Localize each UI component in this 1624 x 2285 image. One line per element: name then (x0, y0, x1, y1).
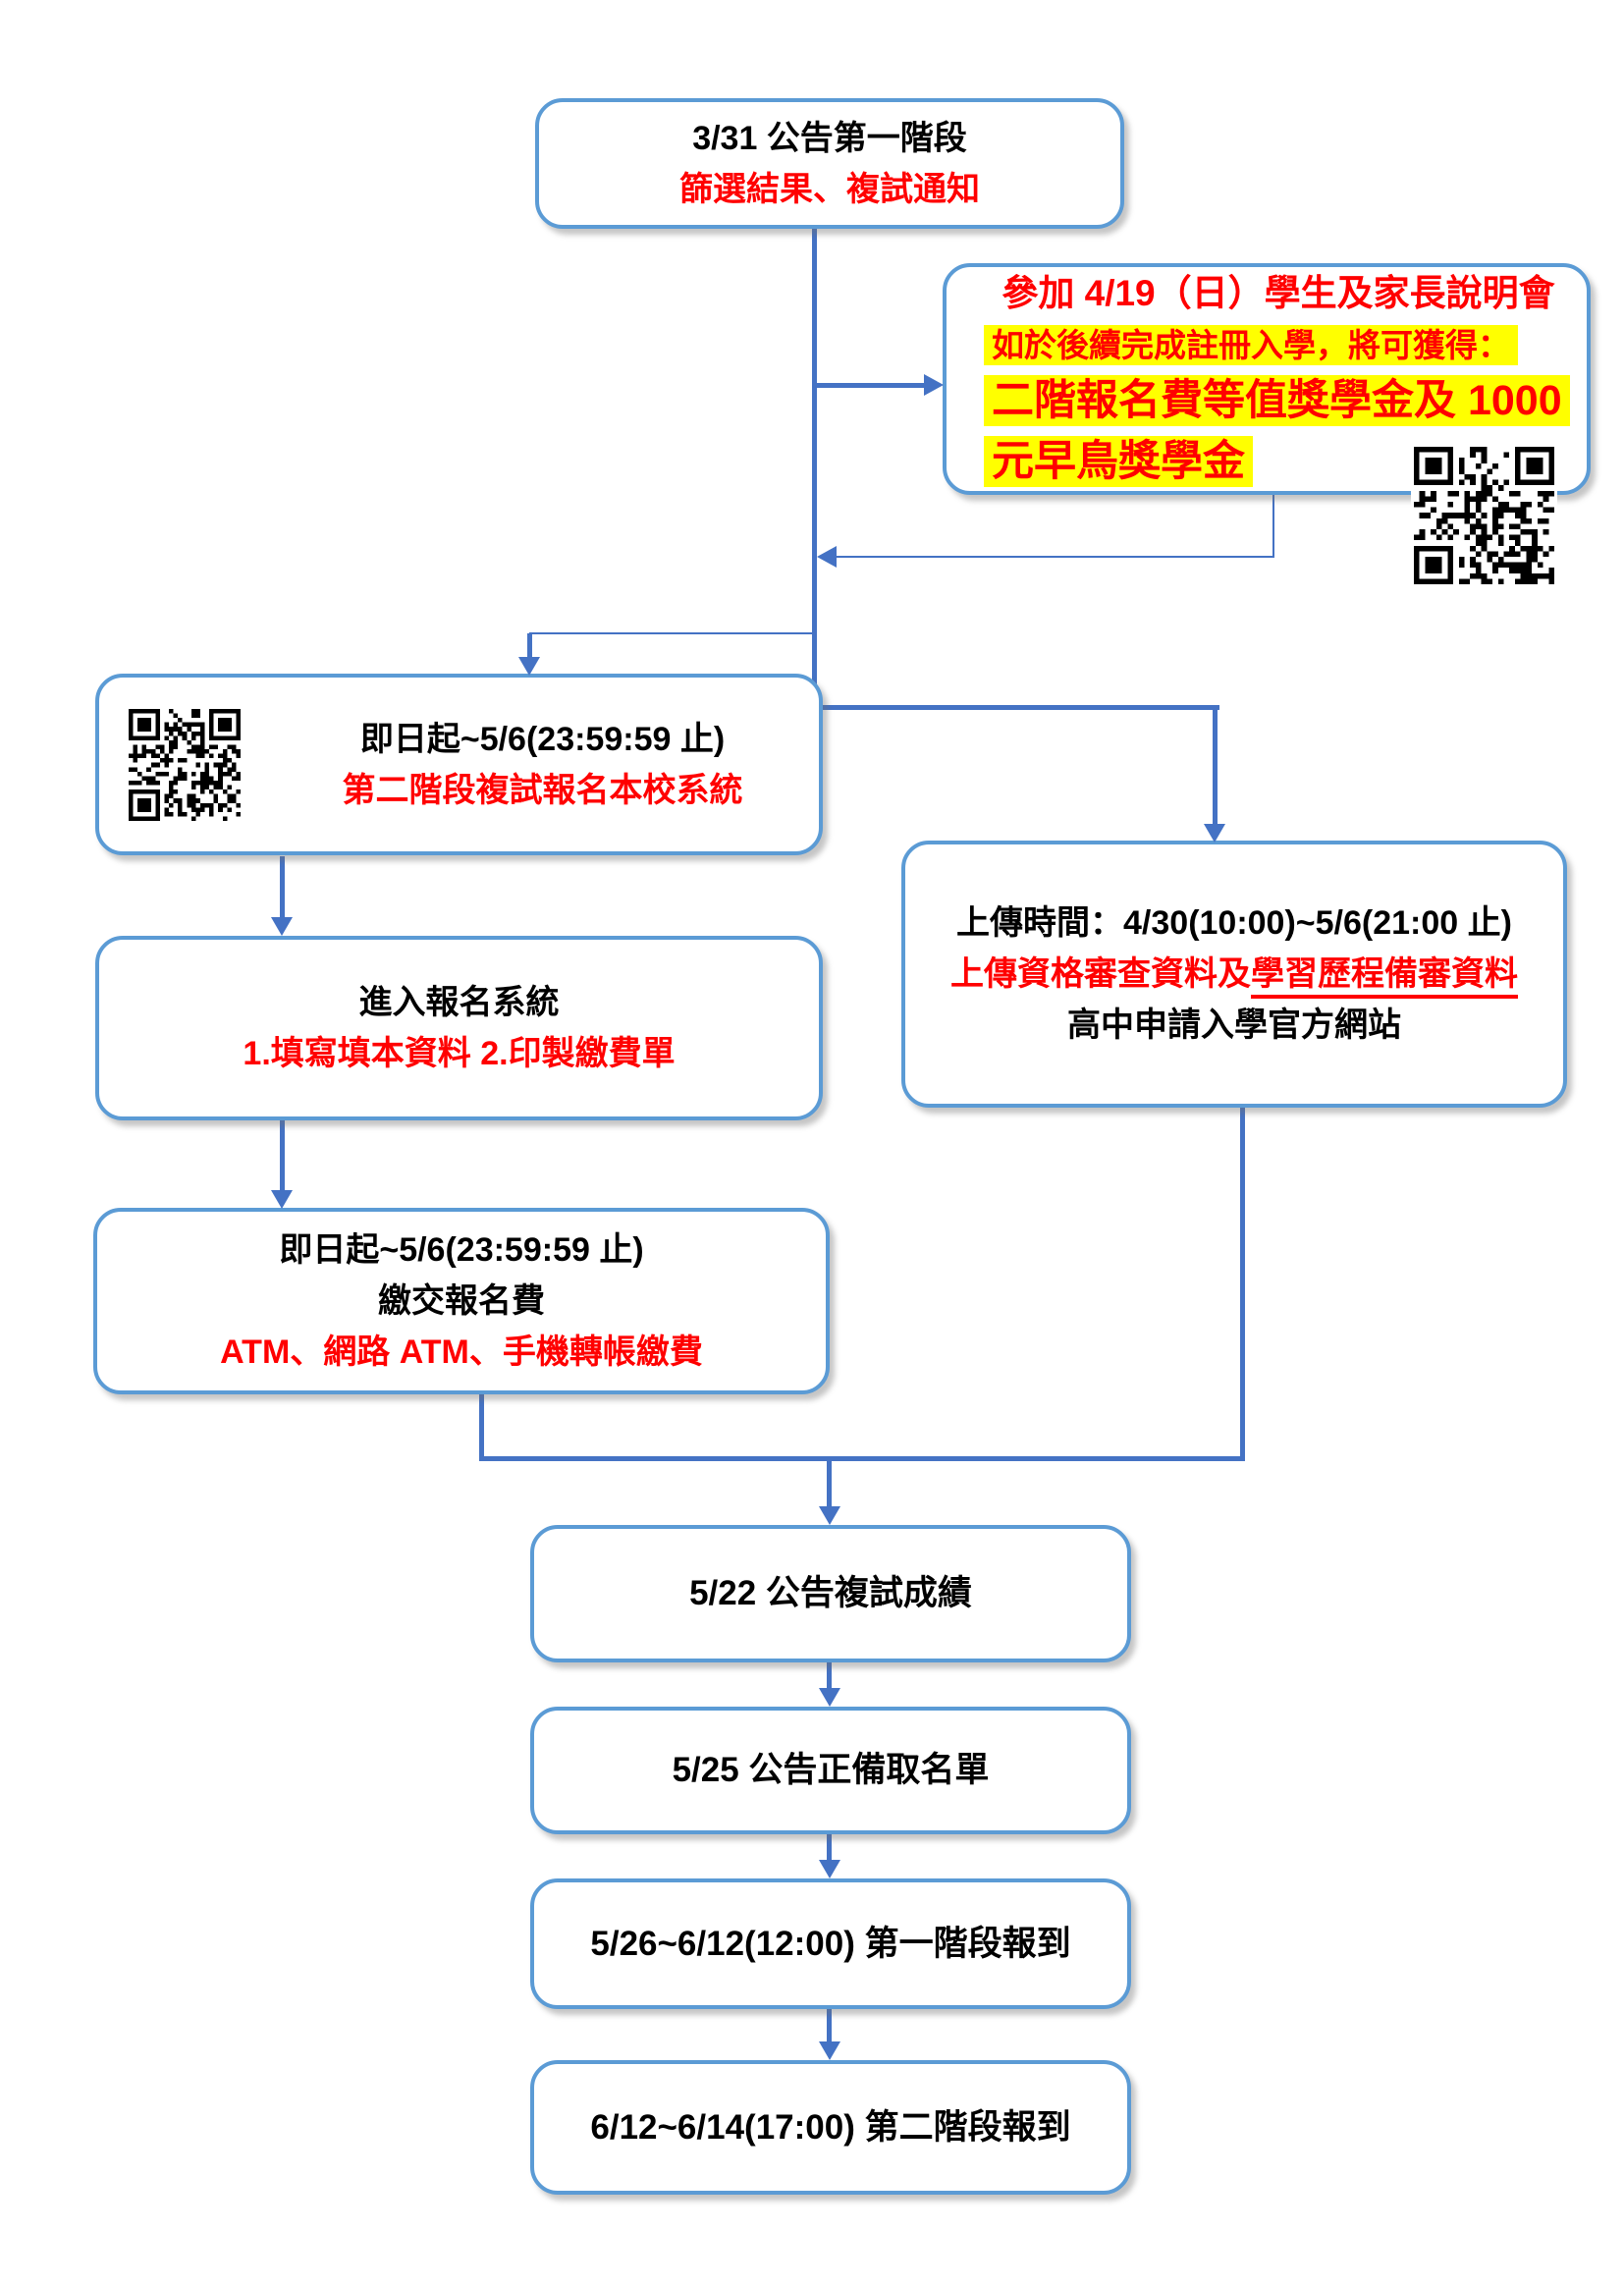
connector-to-register-horizontal (529, 632, 814, 634)
connector-info-return-horizontal (837, 556, 1274, 558)
announce-score-line1: 5/22 公告複試成績 (689, 1574, 972, 1612)
arrowhead-into-checkin1 (819, 1860, 840, 1878)
enter-system-line2: 1.填寫填本資料 2.印製繳費單 (243, 1035, 676, 1072)
enter-system-line1: 進入報名系統 (358, 984, 560, 1021)
arrowhead-into-upload (1204, 824, 1225, 843)
node-stage2-register: 即日起~5/6(23:59:59 止) 第二階段複試報名本校系統 (95, 674, 823, 855)
arrowhead-into-admission (819, 1688, 840, 1707)
arrowhead-into-enter-system (271, 917, 293, 936)
connector-info-return-vertical (1272, 494, 1274, 557)
announce-admission-line1: 5/25 公告正備取名單 (672, 1751, 990, 1789)
arrowhead-into-pay-fee (271, 1190, 293, 1209)
connector-to-register-vertical (527, 633, 532, 659)
info-session-title: 參加 4/19（日）學生及家長說明會 (1001, 273, 1555, 313)
info-session-condition: 如於後續完成註冊入學，將可獲得： (984, 325, 1518, 365)
announce-stage1-line1: 3/31 公告第一階段 (692, 119, 967, 157)
stage2-register-line1: 即日起~5/6(23:59:59 止) (359, 720, 726, 758)
connector-enter-to-pay (280, 1119, 285, 1191)
node-upload-docs: 上傳時間：4/30(10:00)~5/6(21:00 止) 上傳資格審查資料及學… (901, 841, 1567, 1108)
connector-upload-to-merge (1240, 1107, 1245, 1461)
node-checkin-stage2: 6/12~6/14(17:00) 第二階段報到 (530, 2060, 1131, 2195)
node-announce-admission: 5/25 公告正備取名單 (530, 1707, 1131, 1834)
upload-docs-site: 高中申請入學官方網站 (1067, 1006, 1401, 1044)
connector-to-upload-horizontal (812, 705, 1219, 710)
info-session-qr-code-icon (1411, 444, 1557, 587)
upload-docs-materials-part2: 學習歷程備審資料 (1251, 955, 1518, 999)
pay-fee-line2: 繳交報名費 (378, 1282, 545, 1320)
connector-merge-to-score (827, 1460, 832, 1507)
arrowhead-into-score (819, 1506, 840, 1525)
connector-to-upload-vertical (1213, 705, 1218, 826)
info-session-reward-line1: 二階報名費等值獎學金及 1000 (984, 375, 1570, 426)
checkin-stage1-line1: 5/26~6/12(12:00) 第一階段報到 (590, 1924, 1071, 1963)
node-pay-fee: 即日起~5/6(23:59:59 止) 繳交報名費 ATM、網路 ATM、手機轉… (93, 1208, 830, 1394)
node-enter-system: 進入報名系統 1.填寫填本資料 2.印製繳費單 (95, 936, 823, 1120)
upload-docs-time: 上傳時間：4/30(10:00)~5/6(21:00 止) (956, 904, 1512, 942)
arrowhead-into-info-session (924, 374, 944, 396)
connector-spine (812, 229, 817, 707)
pay-fee-line3: ATM、網路 ATM、手機轉帳繳費 (220, 1333, 703, 1371)
connector-score-to-admission (827, 1661, 832, 1689)
node-announce-stage1: 3/31 公告第一階段 篩選結果、複試通知 (535, 98, 1124, 229)
arrowhead-return-to-spine (817, 546, 837, 568)
info-session-reward-line2: 元早鳥獎學金 (984, 436, 1253, 487)
connector-admission-to-checkin1 (827, 1833, 832, 1861)
connector-register-to-enter (280, 856, 285, 917)
connector-to-info-session (814, 383, 924, 388)
arrowhead-into-register (518, 657, 540, 676)
node-announce-score: 5/22 公告複試成績 (530, 1525, 1131, 1662)
stage2-register-line2: 第二階段複試報名本校系統 (342, 771, 743, 809)
upload-docs-materials-part1: 上傳資格審查資料及 (950, 955, 1251, 993)
register-qr-code-icon (129, 708, 241, 821)
connector-merge-horizontal (479, 1456, 1245, 1461)
upload-docs-materials: 上傳資格審查資料及學習歷程備審資料 (950, 949, 1518, 1000)
arrowhead-into-checkin2 (819, 2041, 840, 2060)
checkin-stage2-line1: 6/12~6/14(17:00) 第二階段報到 (590, 2107, 1071, 2147)
pay-fee-line1: 即日起~5/6(23:59:59 止) (279, 1231, 644, 1269)
connector-checkin1-to-checkin2 (827, 2008, 832, 2042)
node-checkin-stage1: 5/26~6/12(12:00) 第一階段報到 (530, 1878, 1131, 2009)
announce-stage1-line2: 篩選結果、複試通知 (679, 170, 980, 208)
node-info-session: 參加 4/19（日）學生及家長說明會 如於後續完成註冊入學，將可獲得： 二階報名… (943, 263, 1591, 495)
connector-pay-to-merge (479, 1393, 484, 1461)
